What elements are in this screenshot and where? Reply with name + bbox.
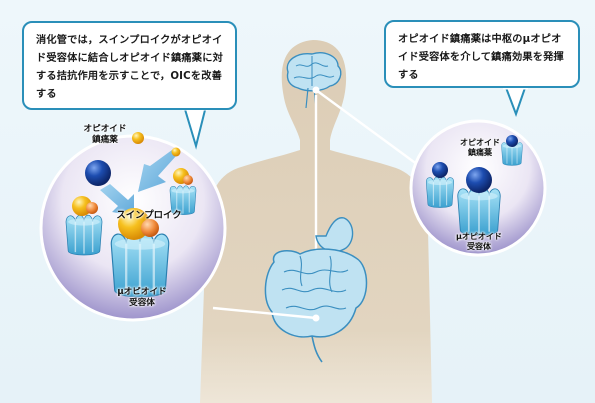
- drug-molecule-icon: [183, 175, 193, 185]
- drug-molecule-icon: [86, 202, 98, 214]
- receptor-icon: [426, 177, 454, 208]
- opioid-molecule-icon: [466, 167, 492, 193]
- brain-dot: [313, 87, 320, 94]
- left-drug-label: スインプロイク: [104, 210, 194, 221]
- receptor-icon: [458, 188, 501, 235]
- callout-cns-mechanism: オピオイド鎮痛薬は中枢のμオピオイド受容体を介して鎮痛効果を発揮する: [384, 20, 580, 88]
- right-opioid-label: オピオイド 鎮痛薬: [450, 138, 510, 158]
- drug-molecule-icon: [141, 219, 159, 237]
- drug-molecule-icon: [172, 148, 181, 157]
- callout-left-tail: [184, 106, 206, 146]
- right-receptor-label: μオピオイド 受容体: [448, 232, 510, 252]
- opioid-molecule-icon: [432, 162, 448, 178]
- opioid-molecule-icon: [85, 160, 111, 186]
- receptor-icon: [66, 215, 102, 255]
- intestine-dot: [313, 315, 320, 322]
- callout-gut-mechanism: 消化管では，スインプロイクがオピオイド受容体に結合しオピオイド鎮痛薬に対する拮抗…: [22, 21, 237, 110]
- left-opioid-label: オピオイド 鎮痛薬: [74, 124, 136, 146]
- left-receptor-label: μオピオイド 受容体: [110, 287, 174, 309]
